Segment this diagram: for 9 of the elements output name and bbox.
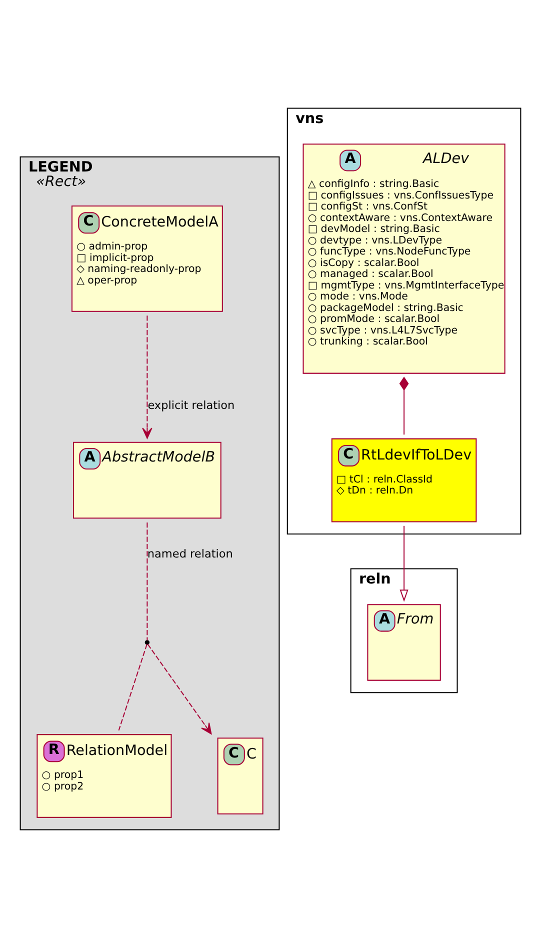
edge-label: explicit relation: [148, 398, 235, 412]
arrow: [147, 644, 212, 734]
connector: [146, 522, 148, 640]
connector: [399, 376, 409, 434]
arrow: [142, 315, 152, 438]
arrow: [400, 525, 408, 602]
node-point: [144, 640, 150, 644]
connector: [118, 644, 148, 730]
edge-label: named relation: [147, 546, 233, 560]
